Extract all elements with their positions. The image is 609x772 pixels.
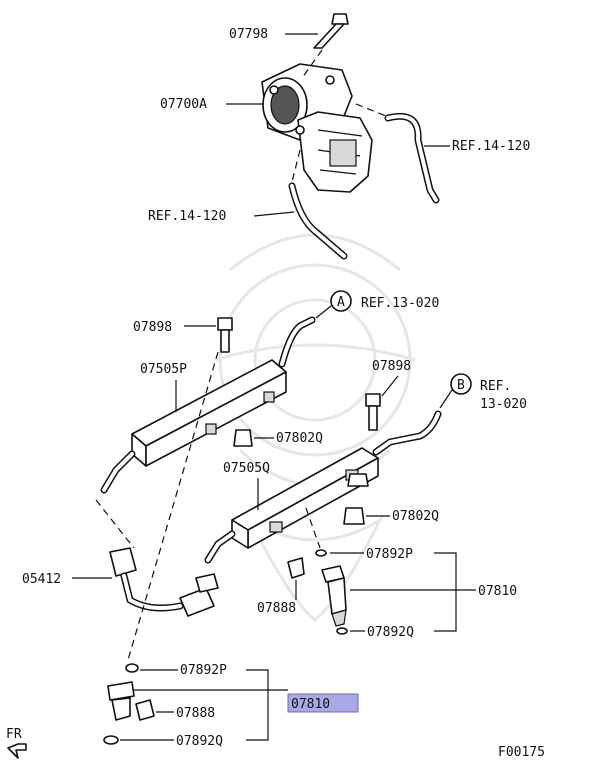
label-05412: 05412	[22, 572, 61, 587]
label-07798: 07798	[229, 27, 268, 42]
label-07802q-a: 07802Q	[276, 431, 323, 446]
label-fr: FR	[6, 727, 22, 742]
insulator-07802q-lower	[343, 507, 365, 525]
hose-left	[288, 182, 348, 260]
insulator-07802q-upper	[233, 429, 253, 447]
leader-circle-b	[439, 389, 453, 409]
label-07888-b: 07888	[176, 706, 215, 721]
bracket-07810-a	[350, 552, 476, 632]
label-07892q-a: 07892Q	[367, 625, 414, 640]
injector-right-dash	[305, 507, 321, 549]
bracket-07810-b	[134, 669, 288, 741]
figure-code: F00175	[498, 745, 545, 760]
bolt-07898-upper	[217, 317, 233, 353]
hose-right	[384, 112, 440, 204]
label-07892q-b: 07892Q	[176, 734, 223, 749]
o-ring-07892q-b	[103, 735, 119, 745]
callout-circle-a	[330, 290, 352, 312]
label-ref-a: REF.13-020	[361, 296, 439, 311]
label-07505q: 07505Q	[223, 461, 270, 476]
label-07888-a: 07888	[257, 601, 296, 616]
leader-07798-dash	[301, 49, 323, 79]
label-07810-b[interactable]: 07810	[291, 697, 330, 712]
leader-circle-a	[315, 305, 332, 319]
label-07892p-a: 07892P	[366, 547, 413, 562]
bolt-07798	[313, 13, 349, 49]
label-ref-14-120-top: REF.14-120	[452, 139, 530, 154]
bolt-07898-lower	[365, 393, 381, 431]
highlight-07810-b[interactable]	[287, 693, 359, 713]
clip-07888-right	[287, 557, 305, 579]
label-ref-b-2: 13-020	[480, 397, 527, 412]
label-07892p-b: 07892P	[180, 663, 227, 678]
injector-07810-right	[321, 565, 347, 627]
label-circle-b: B	[457, 378, 465, 393]
insulator-07802q-rail	[347, 473, 369, 487]
label-ref-b-1: REF.	[480, 379, 511, 394]
o-ring-07892q-a	[336, 627, 348, 635]
fuel-pipe-upper	[100, 316, 316, 494]
leader-07898-b	[381, 375, 399, 397]
pipe-upper-dash	[95, 499, 135, 549]
fuel-pipe-lower	[204, 410, 442, 564]
o-ring-07892p-b	[125, 663, 139, 673]
fuel-rail-07505p	[131, 359, 287, 467]
fuel-rail-07505q	[231, 447, 379, 549]
label-07810-a: 07810	[478, 584, 517, 599]
label-07898-b: 07898	[372, 359, 411, 374]
harness-05412	[109, 547, 219, 617]
front-arrow-icon	[7, 743, 27, 759]
throttle-body	[261, 63, 373, 193]
label-07505p: 07505P	[140, 362, 187, 377]
leader-ref-14-120-left	[253, 211, 295, 217]
injector-lower-dash	[127, 351, 219, 661]
hose-right-dash	[355, 103, 387, 117]
callout-circle-b	[450, 373, 472, 395]
label-07898-a: 07898	[133, 320, 172, 335]
label-07802q-b: 07802Q	[392, 509, 439, 524]
o-ring-07892p-a	[315, 549, 327, 557]
clip-07888-bottom	[135, 699, 155, 721]
watermark-emblem	[214, 233, 416, 622]
injector-07810-bottom	[107, 681, 135, 721]
label-circle-a: A	[337, 295, 345, 310]
label-ref-14-120-left: REF.14-120	[148, 209, 226, 224]
hose-left-dash	[291, 149, 301, 183]
label-07700A: 07700A	[160, 97, 207, 112]
